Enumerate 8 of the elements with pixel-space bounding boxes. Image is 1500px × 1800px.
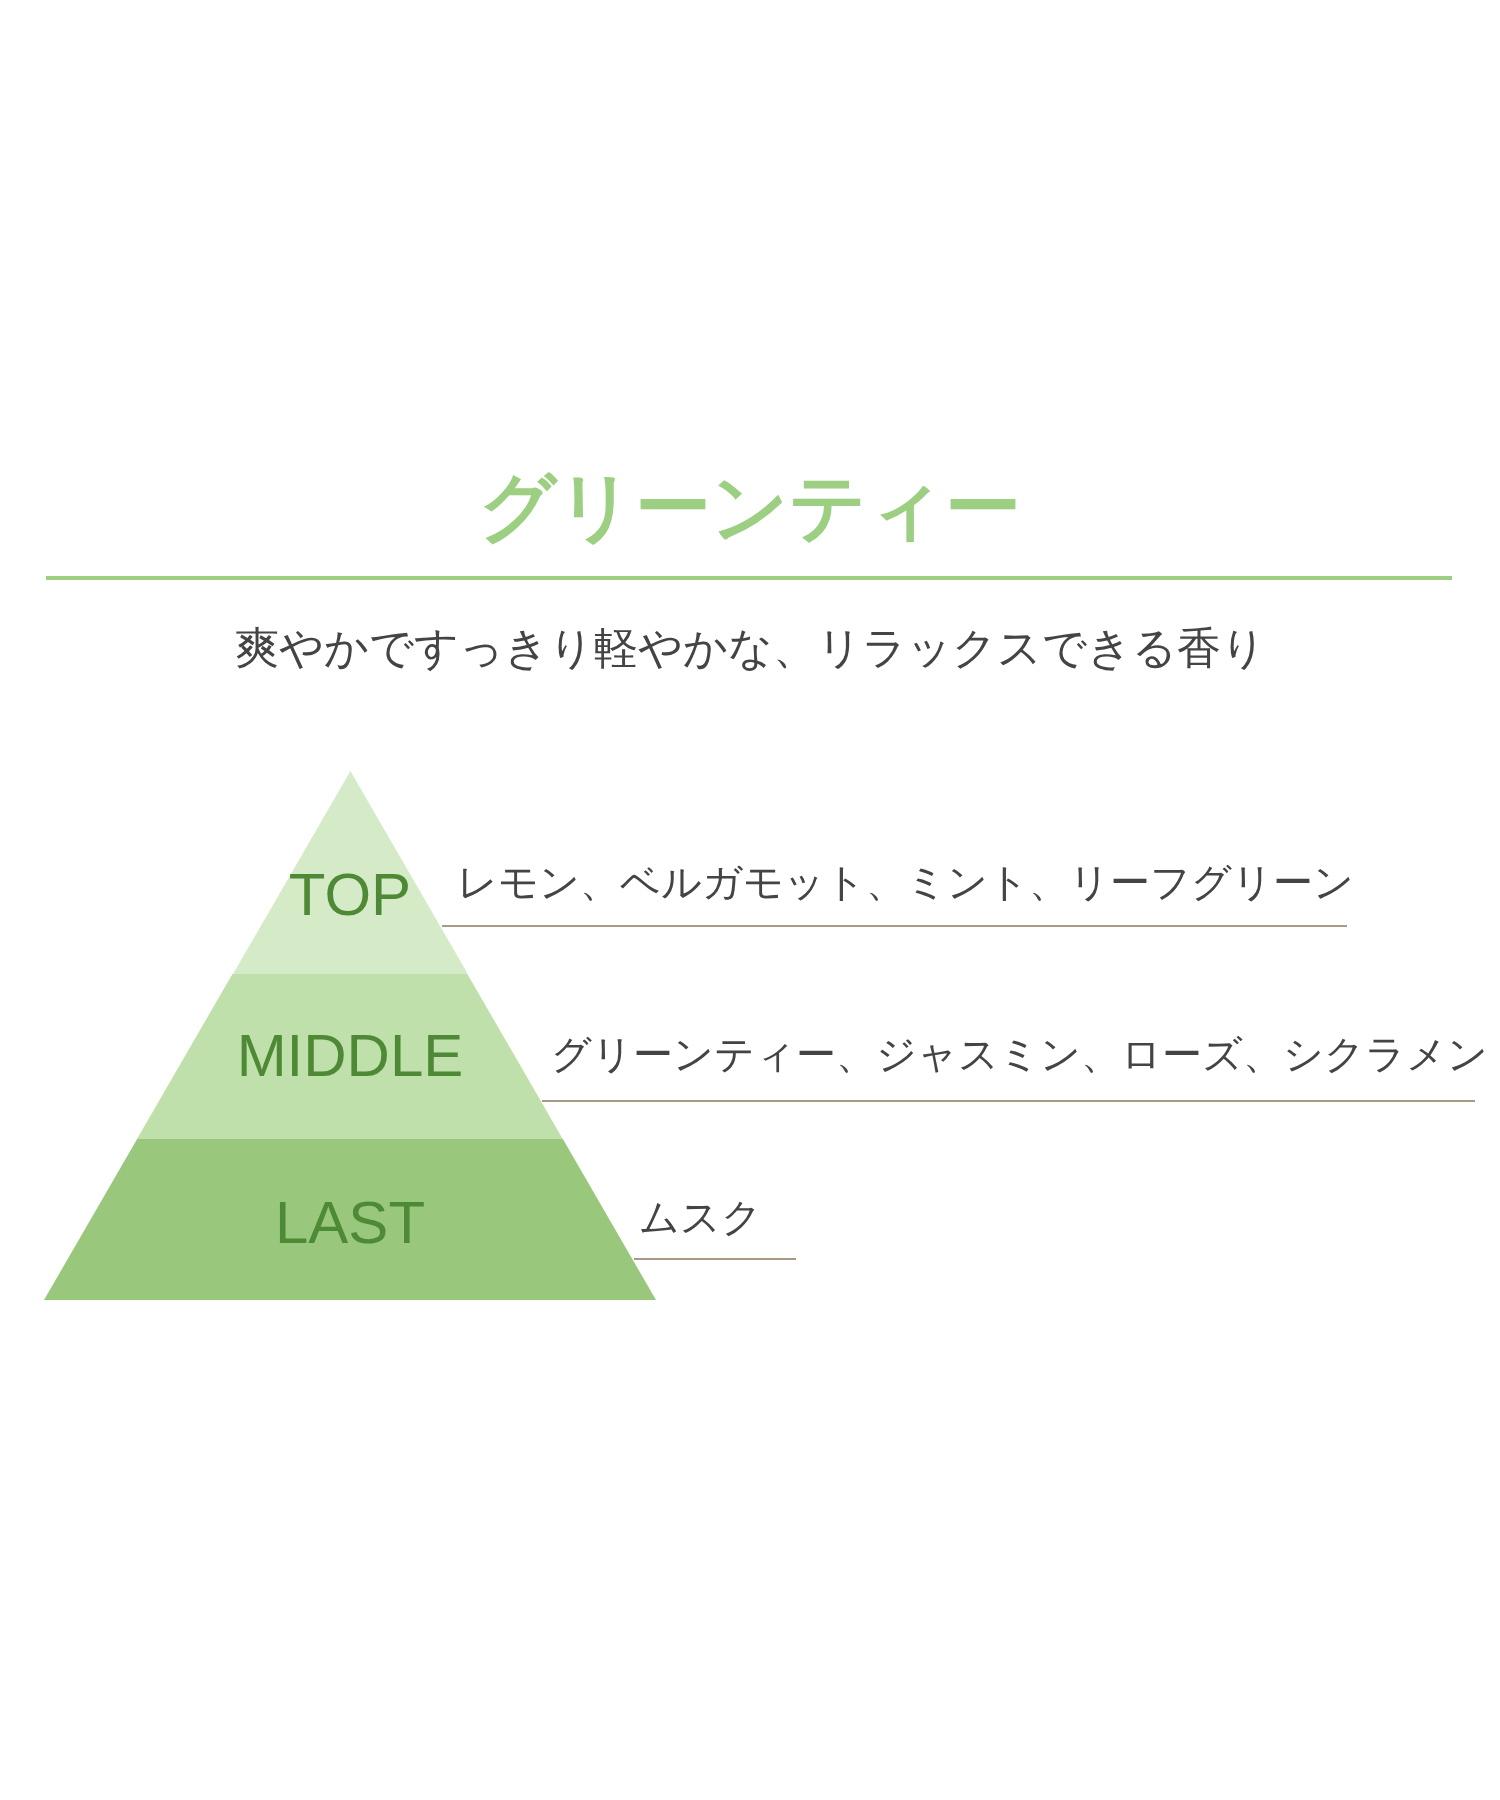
- title: グリーンティー: [478, 462, 1022, 552]
- note-text: レモン、ベルガモット、ミント、リーフグリーン: [457, 858, 1354, 907]
- note-text: グリーンティー、ジャスミン、ローズ、シクラメン: [551, 1030, 1488, 1079]
- subtitle: 爽やかですっきり軽やかな、リラックスできる香り: [233, 621, 1267, 675]
- layer-label: LAST: [273, 1188, 427, 1258]
- layer-label: MIDDLE: [235, 1021, 465, 1091]
- note-text: ムスク: [639, 1193, 762, 1242]
- layer-label: TOP: [287, 860, 413, 930]
